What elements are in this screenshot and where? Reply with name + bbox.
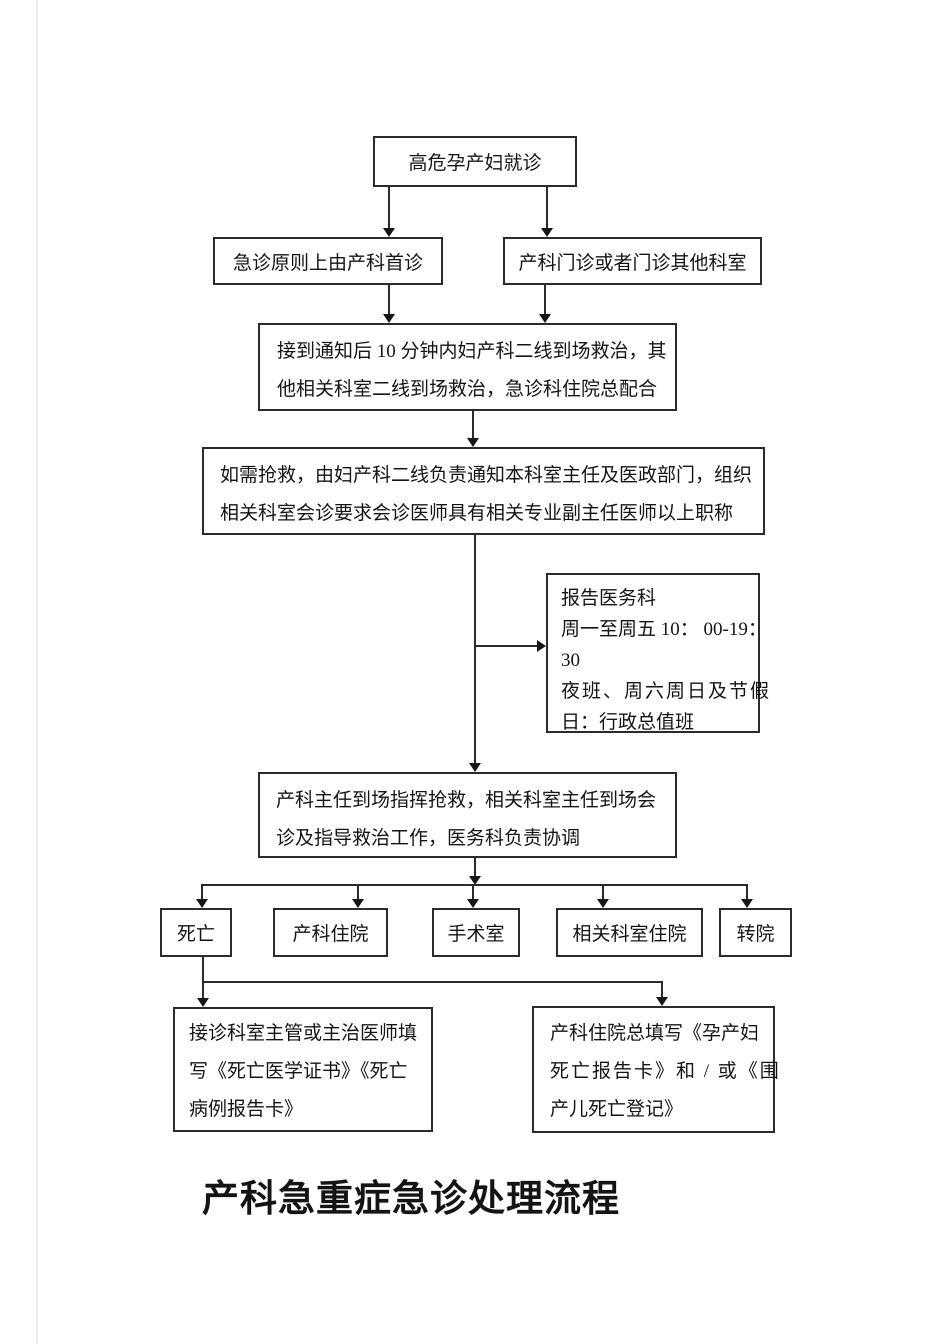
node-report-line3: 30 xyxy=(561,650,580,671)
node-death-report-line1: 产科住院总填写《孕产妇 xyxy=(550,1023,760,1044)
node-death-cert-line3: 病例报告卡》 xyxy=(189,1099,304,1120)
arrowhead-notify-to-rescue xyxy=(467,438,479,447)
node-death-label: 死亡 xyxy=(176,924,215,945)
node-report-medical-affairs: 报告医务科 周一至周五 10： 00-19： 30 夜班、周六周日及节假 日：行… xyxy=(546,573,772,733)
node-operating-room: 手术室 xyxy=(432,908,520,957)
node-director: 产科主任到场指挥抢救，相关科室主任到场会 诊及指导救治工作，医务科负责协调 xyxy=(258,772,677,858)
connector-bar-to-death-line xyxy=(201,886,203,899)
node-operating-room-label: 手术室 xyxy=(447,924,505,945)
connector-start-to-er-line xyxy=(388,187,390,228)
node-report-line4: 夜班、周六周日及节假 xyxy=(561,681,772,702)
node-ob-admit: 产科住院 xyxy=(273,908,388,957)
node-related-admit: 相关科室住院 xyxy=(556,908,703,957)
node-er-first: 急诊原则上由产科首诊 xyxy=(213,237,443,285)
node-report-line2: 周一至周五 10： 00-19： xyxy=(561,619,767,640)
connector-rescue-to-report-line xyxy=(475,645,537,647)
connector-death-branch-line xyxy=(202,981,663,983)
node-notify-line2: 他相关科室二线到场救治，急诊科住院总配合 xyxy=(277,379,658,400)
node-notify: 接到通知后 10 分钟内妇产科二线到场救治，其 他相关科室二线到场救治，急诊科住… xyxy=(258,323,677,411)
arrowhead-to-death-cert xyxy=(197,998,209,1007)
node-start: 高危孕产妇就诊 xyxy=(373,136,577,187)
node-death: 死亡 xyxy=(160,908,232,957)
connector-bar-to-related-line xyxy=(602,886,604,899)
node-related-admit-label: 相关科室住院 xyxy=(572,924,687,945)
connector-start-to-opd-line xyxy=(546,187,548,228)
node-transfer-label: 转院 xyxy=(736,924,775,945)
connector-death-down-line xyxy=(202,957,204,983)
arrowhead-bar-to-or xyxy=(467,899,479,908)
node-death-report: 产科住院总填写《孕产妇 死亡报告卡》和 / 或《围 产儿死亡登记》 xyxy=(532,1006,781,1133)
page-title: 产科急重症急诊处理流程 xyxy=(202,1179,620,1220)
node-report-line5: 日：行政总值班 xyxy=(561,712,695,733)
node-death-cert-line2: 写《死亡医学证书》《死亡 xyxy=(189,1061,408,1082)
node-notify-line1: 接到通知后 10 分钟内妇产科二线到场救治，其 xyxy=(277,341,667,362)
arrowhead-bar-to-transfer xyxy=(741,899,753,908)
connector-director-to-bar-line xyxy=(474,858,476,876)
distribution-bar xyxy=(201,884,748,886)
arrowhead-bar-to-death xyxy=(196,899,208,908)
connector-bar-to-or-line xyxy=(472,886,474,899)
node-report-line1: 报告医务科 xyxy=(561,588,657,609)
connector-opd-to-notify-line xyxy=(544,285,546,314)
node-ob-admit-label: 产科住院 xyxy=(292,924,369,945)
connector-to-death-cert-line xyxy=(202,983,204,998)
connector-er-to-notify-line xyxy=(388,285,390,314)
node-rescue-line1: 如需抢救，由妇产科二线负责通知本科室主任及医政部门，组织 xyxy=(220,465,753,486)
connector-rescue-to-director-line xyxy=(474,535,476,763)
node-er-first-label: 急诊原则上由产科首诊 xyxy=(232,252,423,274)
node-death-cert: 接诊科室主管或主治医师填 写《死亡医学证书》《死亡 病例报告卡》 xyxy=(173,1007,433,1132)
connector-notify-to-rescue-line xyxy=(472,411,474,438)
connector-bar-to-ob-admit-line xyxy=(357,886,359,899)
arrowhead-er-to-notify xyxy=(383,314,395,323)
arrowhead-rescue-to-director xyxy=(469,763,481,772)
arrowhead-to-death-report xyxy=(656,997,668,1006)
node-director-line2: 诊及指导救治工作，医务科负责协调 xyxy=(276,828,581,849)
connector-bar-to-transfer-line xyxy=(746,886,748,899)
arrowhead-start-to-er xyxy=(383,228,395,237)
page-edge-line xyxy=(36,0,38,1344)
arrowhead-opd-to-notify xyxy=(539,314,551,323)
node-transfer: 转院 xyxy=(719,908,792,957)
arrowhead-start-to-opd xyxy=(541,228,553,237)
node-start-label: 高危孕产妇就诊 xyxy=(408,153,542,174)
node-rescue: 如需抢救，由妇产科二线负责通知本科室主任及医政部门，组织 相关科室会诊要求会诊医… xyxy=(202,447,765,535)
node-rescue-line2: 相关科室会诊要求会诊医师具有相关专业副主任医师以上职称 xyxy=(220,503,734,524)
arrowhead-rescue-to-report xyxy=(537,640,546,652)
node-opd-label: 产科门诊或者门诊其他科室 xyxy=(518,252,747,274)
arrowhead-bar-to-related xyxy=(597,899,609,908)
arrowhead-bar-to-ob-admit xyxy=(352,899,364,908)
arrowhead-director-to-bar xyxy=(469,876,481,885)
node-opd: 产科门诊或者门诊其他科室 xyxy=(503,237,762,285)
node-death-report-line3: 产儿死亡登记》 xyxy=(550,1099,684,1120)
node-death-cert-line1: 接诊科室主管或主治医师填 xyxy=(189,1023,418,1044)
node-death-report-line2: 死亡报告卡》和 / 或《围 xyxy=(550,1061,781,1082)
connector-to-death-report-line xyxy=(661,983,663,997)
node-director-line1: 产科主任到场指挥抢救，相关科室主任到场会 xyxy=(276,790,657,811)
